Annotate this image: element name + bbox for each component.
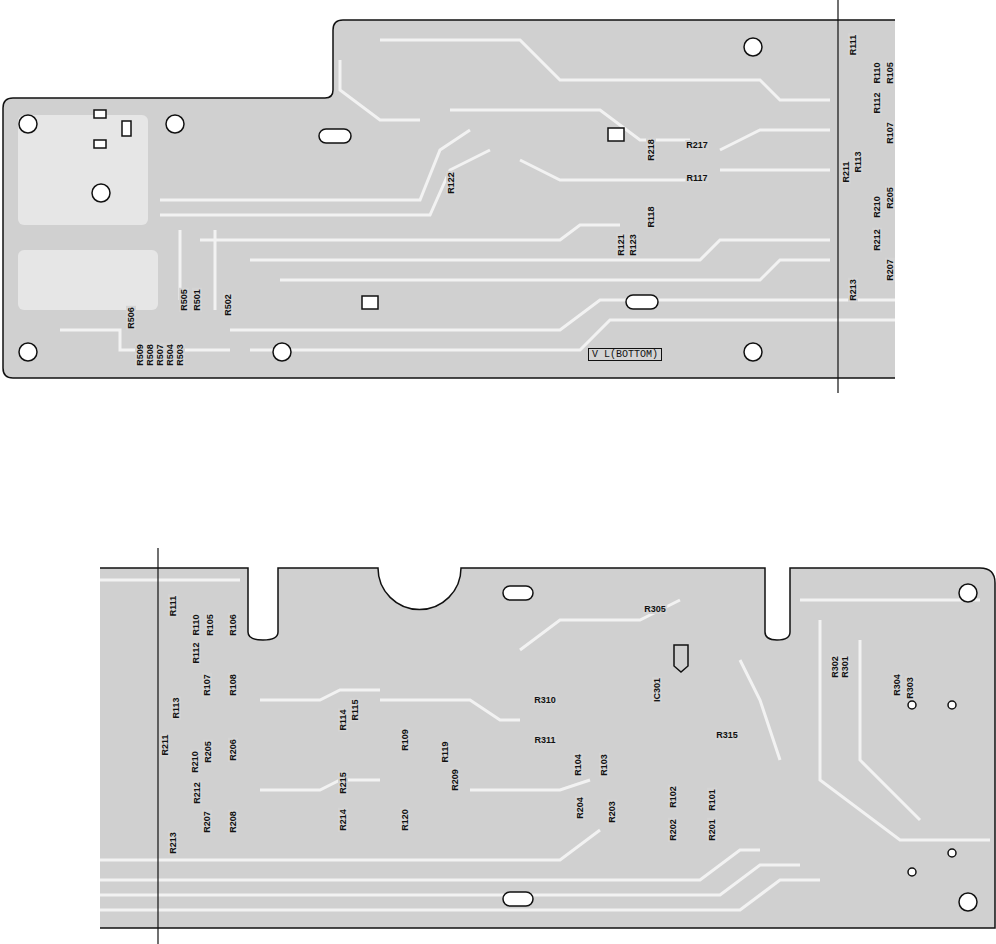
part-label: R107 xyxy=(202,673,212,697)
mounting-holes xyxy=(19,38,762,361)
part-label: R205 xyxy=(203,740,213,764)
mounting-holes xyxy=(503,584,977,911)
part-label: R110 xyxy=(872,61,882,84)
part-label: R122 xyxy=(446,171,456,195)
part-label: R115 xyxy=(350,698,360,721)
part-label: R218 xyxy=(646,138,656,162)
part-label: R503 xyxy=(175,343,185,367)
part-label: R118 xyxy=(646,205,656,228)
part-label: R113 xyxy=(853,150,863,173)
part-label: R123 xyxy=(628,233,638,257)
board-outline xyxy=(3,20,895,378)
part-label: R108 xyxy=(228,673,238,697)
copper-traces xyxy=(60,40,895,350)
part-label: R301 xyxy=(840,655,850,679)
part-label: R110 xyxy=(191,613,201,636)
part-label: R207 xyxy=(202,810,212,834)
part-label: R211 xyxy=(160,733,170,756)
part-label: R102 xyxy=(668,785,678,809)
part-label: R202 xyxy=(668,818,678,842)
part-label: R119 xyxy=(440,740,450,763)
part-label: R212 xyxy=(872,228,882,252)
part-label: R508 xyxy=(145,343,155,367)
part-label: R117 xyxy=(685,173,708,183)
part-label: R109 xyxy=(400,728,410,752)
board-outline xyxy=(100,568,995,928)
part-label: R305 xyxy=(643,604,667,614)
part-label: IC301 xyxy=(652,677,662,703)
part-label: R210 xyxy=(190,750,200,774)
part-label: R506 xyxy=(126,306,136,330)
cut-line xyxy=(157,548,158,944)
part-label: R206 xyxy=(228,738,238,762)
part-label: R304 xyxy=(892,673,902,697)
part-label: R114 xyxy=(338,708,348,731)
part-label: R504 xyxy=(165,343,175,367)
part-label: R215 xyxy=(338,771,348,795)
part-label: R213 xyxy=(848,278,858,302)
part-label: R509 xyxy=(135,343,145,367)
part-label: R502 xyxy=(223,293,233,317)
part-label: R505 xyxy=(179,288,189,312)
part-label: R112 xyxy=(872,91,882,114)
part-label: R209 xyxy=(450,768,460,792)
part-label: R121 xyxy=(616,233,626,257)
part-label: R210 xyxy=(872,195,882,219)
part-label: R212 xyxy=(192,781,202,805)
part-label: R111 xyxy=(848,34,858,57)
part-label: R105 xyxy=(205,613,215,637)
cut-line xyxy=(837,0,838,393)
part-label: R107 xyxy=(885,121,895,145)
part-label: R303 xyxy=(905,676,915,700)
part-label: R311 xyxy=(533,735,556,745)
part-label: R113 xyxy=(171,696,181,719)
part-label: R213 xyxy=(168,831,178,855)
part-label: R217 xyxy=(685,140,709,150)
part-label: R105 xyxy=(885,61,895,85)
part-label: R310 xyxy=(533,695,557,705)
part-label: R214 xyxy=(338,808,348,832)
part-label: R106 xyxy=(228,613,238,637)
part-label: R207 xyxy=(885,258,895,282)
part-label: R112 xyxy=(191,641,201,664)
board-title-box: V L(BOTTOM) xyxy=(588,348,662,361)
copper-traces xyxy=(100,580,990,910)
part-label: R204 xyxy=(575,796,585,820)
part-label: R315 xyxy=(715,730,739,740)
part-label: R120 xyxy=(400,808,410,832)
board-title: V L(BOTTOM) xyxy=(592,349,658,360)
part-label: R203 xyxy=(607,800,617,824)
part-label: R211 xyxy=(841,160,851,183)
part-label: R104 xyxy=(573,753,583,777)
part-label: R208 xyxy=(228,810,238,834)
part-label: R205 xyxy=(885,186,895,210)
part-label: R201 xyxy=(707,818,717,842)
copper-pour xyxy=(18,115,158,310)
part-label: R101 xyxy=(707,788,717,812)
part-label: R103 xyxy=(599,753,609,777)
part-label: R111 xyxy=(168,595,178,618)
part-label: R302 xyxy=(830,655,840,679)
part-label: R501 xyxy=(192,288,202,312)
part-label: R507 xyxy=(155,343,165,367)
